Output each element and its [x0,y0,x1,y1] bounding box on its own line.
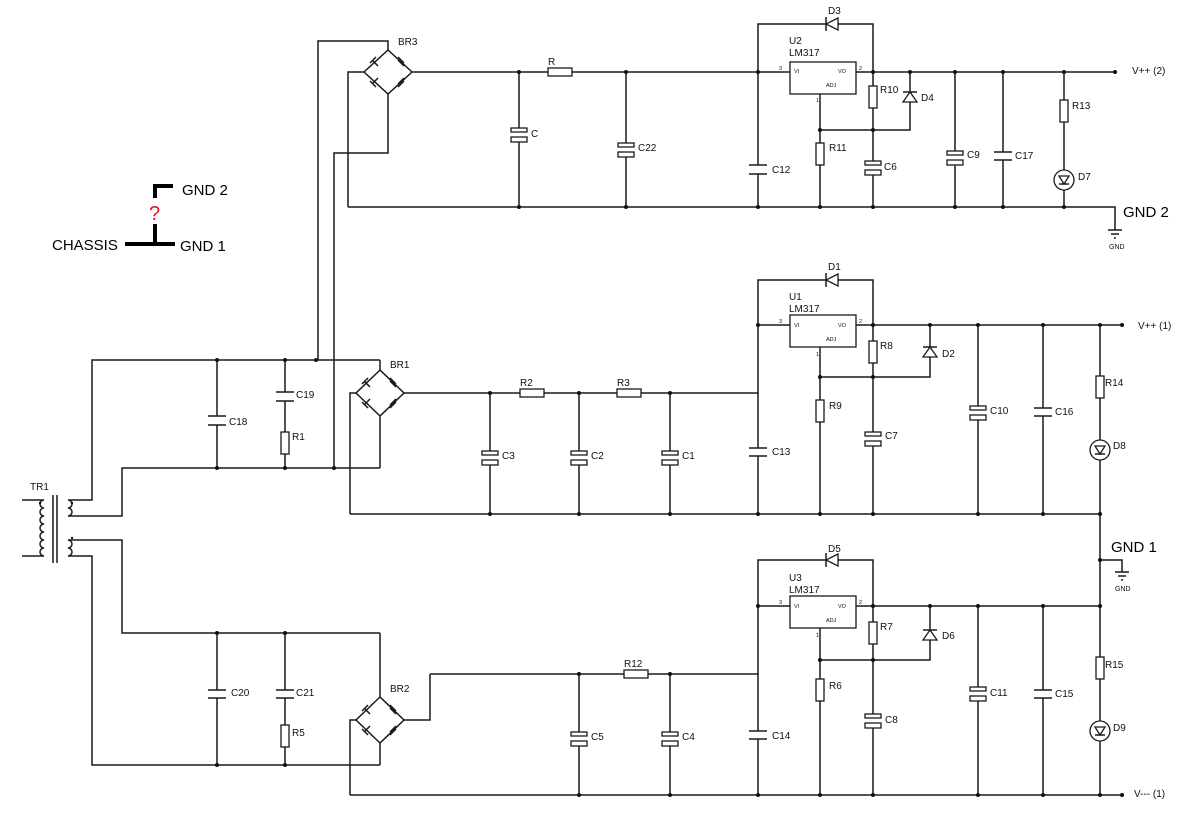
c16-label: C16 [1055,407,1074,418]
u2-vo: VO [838,69,847,75]
c14-label: C14 [772,731,791,742]
d1-label: D1 [828,262,841,273]
u3-pin1: 1 [816,633,819,639]
c2-label: C2 [591,451,604,462]
r5-label: R5 [292,728,305,739]
vpp1-label: V++ (1) [1138,321,1171,332]
d9-label: D9 [1113,723,1126,734]
br3-label: BR3 [398,37,418,48]
br2-label: BR2 [390,684,410,695]
r11-label: R11 [829,143,847,154]
u1-vo: VO [838,323,847,329]
u3-pin2: 2 [859,600,862,606]
r15-label: R15 [1105,660,1124,671]
d8-label: D8 [1113,441,1126,452]
r12-label: R12 [624,659,643,670]
c4-label: C4 [682,732,695,743]
d5-label: D5 [828,544,841,555]
legend-chassis-label: CHASSIS [52,237,118,254]
c10-label: C10 [990,406,1009,417]
u2-part: LM317 [789,48,820,59]
r9-label: R9 [829,401,842,412]
d2-label: D2 [942,349,955,360]
r2-label: R2 [520,378,533,389]
r7-label: R7 [880,622,893,633]
c-label: C [531,129,538,140]
d7-label: D7 [1078,172,1091,183]
u3-part: LM317 [789,585,820,596]
d3-label: D3 [828,6,841,17]
c3-label: C3 [502,451,515,462]
c11-label: C11 [990,688,1008,699]
br1-label: BR1 [390,360,410,371]
u1-vi: VI [794,323,800,329]
c9-label: C9 [967,150,980,161]
u3-pin3: 3 [779,600,782,606]
c1-label: C1 [682,451,695,462]
r1-label: R1 [292,432,305,443]
c13-label: C13 [772,447,791,458]
bridge-br1: BR1 [349,360,410,514]
gnd1-symbol-label: GND [1115,586,1131,593]
u3-adj: ADJ [826,618,837,624]
u1-pin3: 3 [779,319,782,325]
vmm1-label: V--- (1) [1134,789,1165,800]
r8-label: R8 [880,341,893,352]
r3-label: R3 [617,378,630,389]
u3-ref: U3 [789,573,802,584]
ground-legend: ? GND 2 GND 1 CHASSIS [52,182,228,255]
u2-pin1: 1 [816,98,819,104]
u3-vo: VO [838,604,847,610]
d6-label: D6 [942,631,955,642]
r6-label: R6 [829,681,842,692]
gnd1-net-label: GND 1 [1111,539,1157,556]
r14-label: R14 [1105,378,1124,389]
legend-gnd1-label: GND 1 [180,238,226,255]
c21-label: C21 [296,688,315,699]
snubber-upper: C18 C19 R1 [208,358,336,470]
legend-gnd2-label: GND 2 [182,182,228,199]
vpp2-label: V++ (2) [1132,66,1165,77]
c18-label: C18 [229,417,248,428]
c20-label: C20 [231,688,250,699]
r-label: R [548,57,555,68]
u2-pin3: 3 [779,66,782,72]
rail-vpp2: R C C22 C12 D3 U2 LM317 VI VO ADJ 3 2 1 … [348,6,1169,251]
transformer-tr1: TR1 [22,359,380,766]
c6-label: C6 [884,162,897,173]
snubber-lower: C20 C21 R5 [208,631,315,767]
bridge-br3: BR3 [317,37,418,468]
c15-label: C15 [1055,689,1074,700]
bridge-br2: BR2 [349,633,431,795]
u1-part: LM317 [789,304,820,315]
u1-adj: ADJ [826,337,837,343]
u2-pin2: 2 [859,66,862,72]
gnd2-symbol-label: GND [1109,244,1125,251]
rail-vpp1: R2 R3 C3 C2 C1 C13 D1 U1 LM317 VI VO ADJ… [350,262,1171,795]
c17-label: C17 [1015,151,1034,162]
u1-ref: U1 [789,292,802,303]
c19-label: C19 [296,390,315,401]
c8-label: C8 [885,715,898,726]
legend-question-mark: ? [149,203,160,225]
gnd2-net-label: GND 2 [1123,204,1169,221]
u2-adj: ADJ [826,83,837,89]
u1-pin1: 1 [816,352,819,358]
u1-pin2: 2 [859,319,862,325]
r13-label: R13 [1072,101,1091,112]
c12-label: C12 [772,165,791,176]
tr1-label: TR1 [30,482,49,493]
u3-vi: VI [794,604,800,610]
c5-label: C5 [591,732,604,743]
d4-label: D4 [921,93,934,104]
c7-label: C7 [885,431,898,442]
c22-label: C22 [638,143,657,154]
u2-vi: VI [794,69,800,75]
rail-vmm1: R12 C5 C4 C14 D5 U3 LM317 VI VO ADJ 3 2 … [350,544,1165,800]
r10-label: R10 [880,85,899,96]
u2-ref: U2 [789,36,802,47]
